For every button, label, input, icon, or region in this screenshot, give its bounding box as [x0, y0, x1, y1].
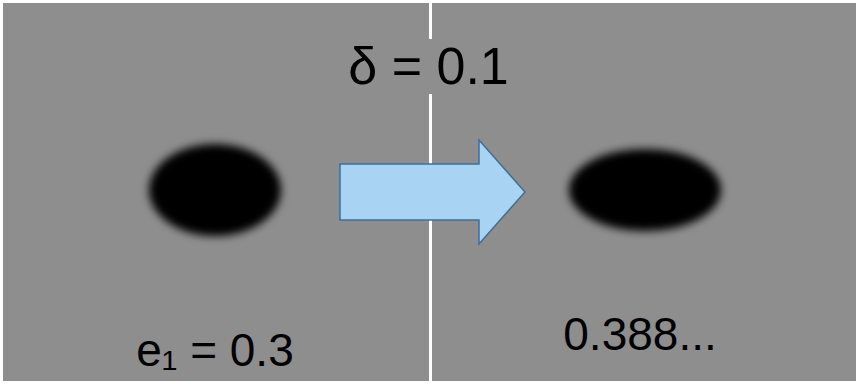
panel-value: 0.388...: [563, 311, 716, 357]
block-arrow: [340, 140, 525, 244]
panel-value: e₁ = 0.3: [136, 327, 293, 373]
edge-label: δ = 0.1: [344, 39, 513, 94]
